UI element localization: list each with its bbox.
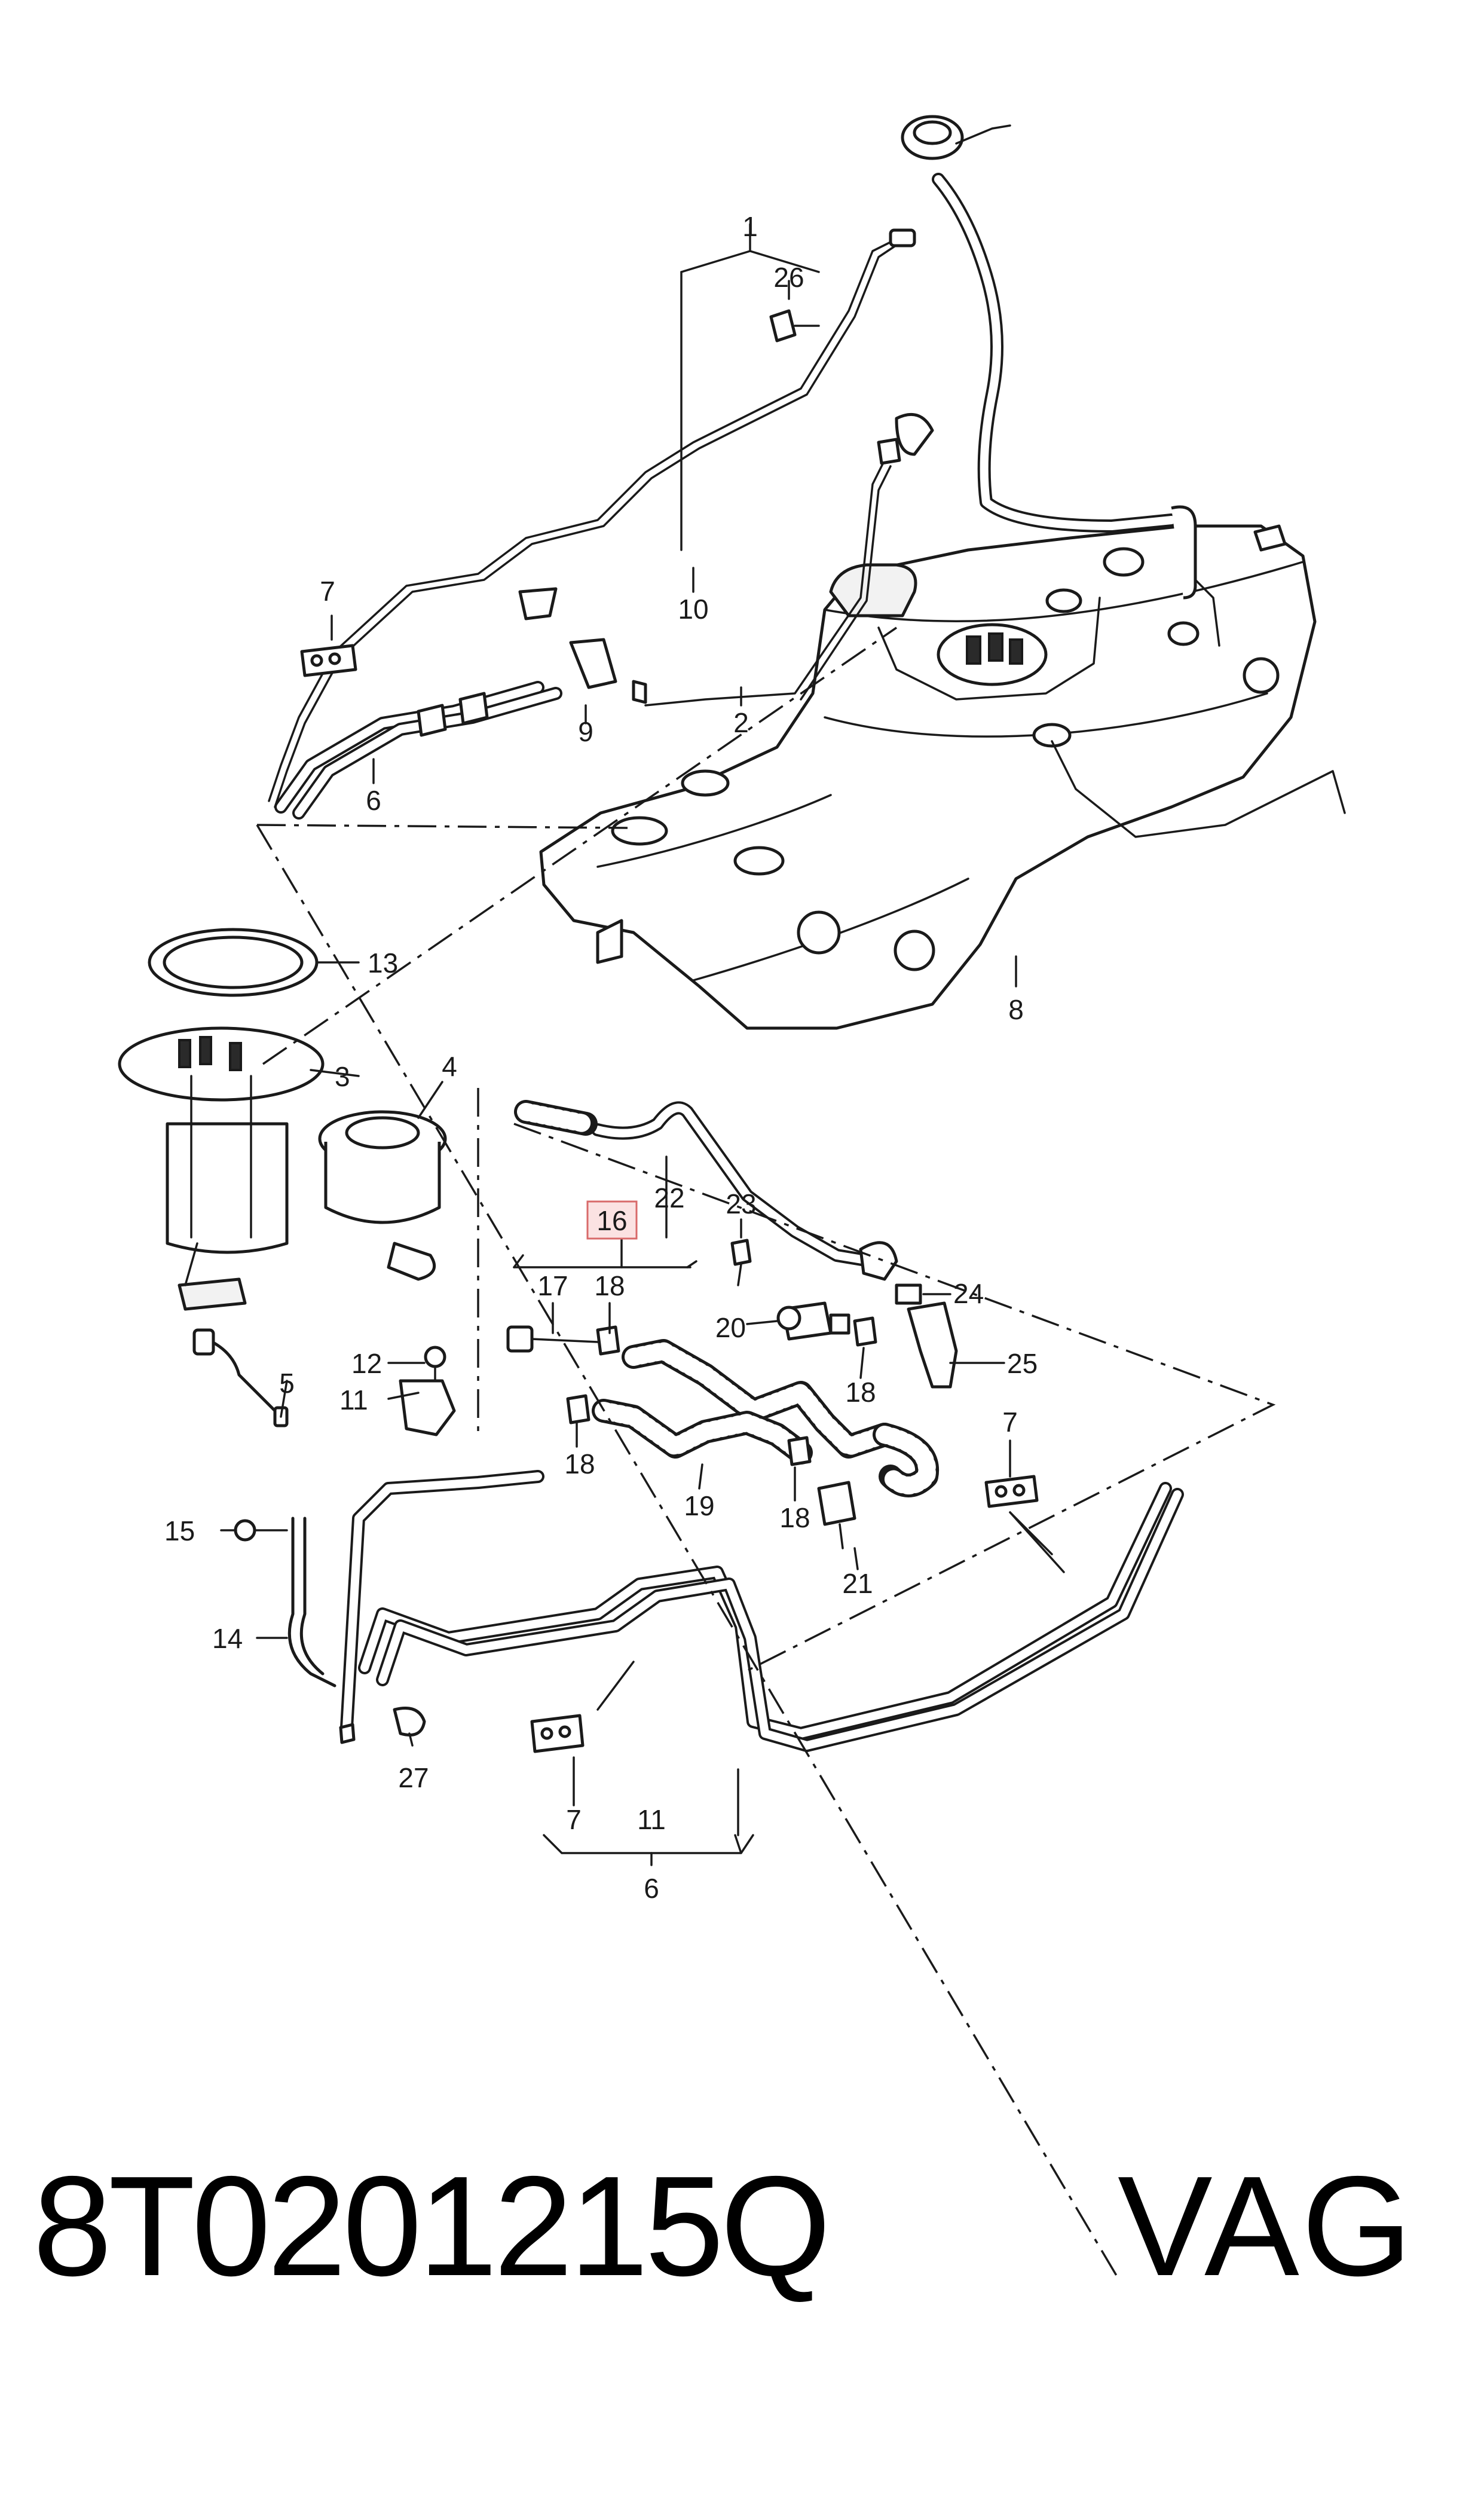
callout-27: 27 — [398, 1762, 429, 1793]
fuel-pump-module — [118, 928, 325, 1311]
fuel-lines-lower — [339, 1470, 1184, 1753]
callout-22: 22 — [654, 1182, 684, 1213]
callout-25: 25 — [1007, 1348, 1038, 1379]
callout-24: 24 — [953, 1278, 984, 1309]
callout-12: 12 — [351, 1348, 382, 1379]
callout-16-highlight — [586, 1200, 638, 1240]
callout-2: 2 — [733, 707, 749, 738]
callout-7-top: 7 — [320, 576, 335, 607]
strap-14-15 — [234, 1517, 336, 1687]
callout-18-c: 18 — [564, 1448, 595, 1479]
callout-17: 17 — [537, 1270, 568, 1301]
explode-lines — [256, 626, 1276, 2278]
callout-20: 20 — [715, 1312, 746, 1343]
callout-21: 21 — [842, 1568, 873, 1599]
callout-9: 9 — [578, 716, 593, 747]
hose-assembly-16 — [506, 1316, 940, 1549]
part-number: 8T0201215Q — [33, 2147, 831, 2306]
callout-6-top: 6 — [366, 785, 381, 816]
callout-10: 10 — [678, 594, 708, 625]
callout-7-right: 7 — [1002, 1407, 1018, 1438]
callout-11-bottom: 11 — [637, 1804, 666, 1835]
callout-15: 15 — [164, 1515, 195, 1546]
callout-1: 1 — [742, 211, 758, 242]
callout-18-b: 18 — [845, 1377, 876, 1408]
callout-3: 3 — [335, 1061, 350, 1092]
callout-6-bottom: 6 — [644, 1873, 659, 1904]
callout-18-d: 18 — [779, 1502, 810, 1533]
callout-7-bottom: 7 — [566, 1804, 582, 1835]
fuel-lines-upper — [274, 587, 647, 820]
callout-5: 5 — [279, 1368, 295, 1399]
callout-18-a: 18 — [594, 1270, 625, 1301]
callout-16: 16 — [596, 1205, 627, 1236]
brand-label: VAG — [1118, 2147, 1415, 2306]
callout-labels: 1 26 10 2 9 7 6 8 13 3 4 5 12 11 15 14 2… — [164, 211, 1038, 1904]
callout-4: 4 — [442, 1051, 457, 1082]
fuel-tank — [539, 524, 1346, 1030]
callout-8: 8 — [1008, 994, 1024, 1025]
filler-neck — [901, 115, 1287, 600]
callout-19: 19 — [684, 1490, 714, 1521]
small-parts — [730, 1239, 958, 1389]
vent-line-10 — [268, 228, 934, 808]
callout-14: 14 — [212, 1623, 243, 1654]
callout-26: 26 — [773, 262, 804, 293]
fuel-filter-4 — [318, 1110, 447, 1281]
callout-23: 23 — [726, 1188, 756, 1219]
bracket-11-12 — [399, 1346, 456, 1436]
callout-11-mid: 11 — [339, 1384, 368, 1416]
callout-13: 13 — [368, 947, 398, 979]
supply-line-22 — [514, 1100, 898, 1281]
wire-harness-5 — [192, 1328, 289, 1427]
